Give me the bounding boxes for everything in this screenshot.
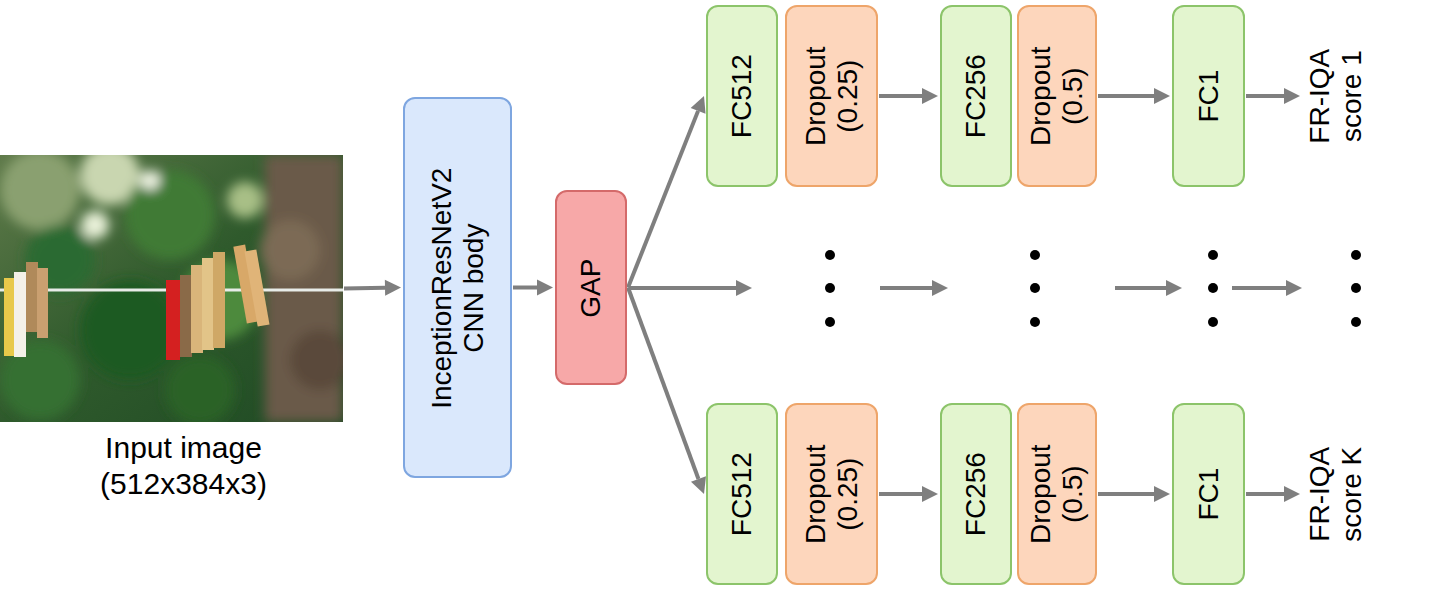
connector-arrow [344,280,401,296]
dense-layer-box: FC256 [940,5,1012,187]
layer-label: FC1 [1192,414,1224,574]
pooling-box: GAP [555,190,627,385]
arrow-head [922,88,938,104]
dense-layer-box: FC1 [1172,403,1245,585]
connector-arrow [513,280,553,296]
arrow-head [922,486,938,502]
arrow-head [691,96,706,114]
layer-label: FC512 [726,16,758,176]
arrow-head [385,280,401,296]
layer-label: FC256 [960,16,992,176]
connector-line [1098,492,1154,496]
dense-layer-box: FC512 [706,403,778,585]
arrow-head [1154,486,1170,502]
input-image: Input image (512x384x3) [0,155,343,422]
connector-line [628,288,698,479]
dropout-box: Dropout (0.25) [785,5,878,187]
arrow-head [1154,88,1170,104]
dense-layer-box: FC512 [706,5,778,187]
dense-layer-box: FC256 [940,403,1012,585]
output-arrows [1246,88,1300,502]
layer-label: FC1 [1192,16,1224,176]
image-caption: Input image (512x384x3) [64,430,304,502]
layer-label: Dropout (0.25) [799,31,863,161]
input-photo [0,155,343,422]
arrow-head [537,280,553,296]
dropout-box: Dropout (0.5) [1017,403,1097,585]
connector-arrow [1098,88,1170,104]
connector-arrow [628,96,706,288]
dense-layer-box: FC1 [1172,5,1245,187]
connector-line [1098,94,1154,98]
layer-label: Dropout (0.5) [1025,429,1089,559]
middle-branch-ellipsis [630,250,1361,327]
connector-line [344,286,385,291]
dropout-box: Dropout (0.25) [785,403,878,585]
connector-line [879,94,922,98]
layer-label: Dropout (0.5) [1025,31,1089,161]
connector-arrow [879,486,938,502]
connector-arrow [1098,486,1170,502]
layer-label: FC256 [960,414,992,574]
connector-line [879,492,922,496]
connector-arrow [628,288,706,495]
layer-label: InceptionResNetV2 CNN body [425,138,489,438]
cnn-body-box: InceptionResNetV2 CNN body [403,97,512,478]
dropout-box: Dropout (0.5) [1017,5,1097,187]
output-label: FR-IQA score K [1304,434,1368,554]
connector-arrow [879,88,938,104]
layer-label: FC512 [726,414,758,574]
connector-line [513,286,537,290]
layer-label: Dropout (0.25) [799,429,863,559]
arrow-head [691,476,706,494]
output-label: FR-IQA score 1 [1304,36,1368,156]
layer-label: GAP [575,213,607,363]
connector-line [628,111,698,288]
